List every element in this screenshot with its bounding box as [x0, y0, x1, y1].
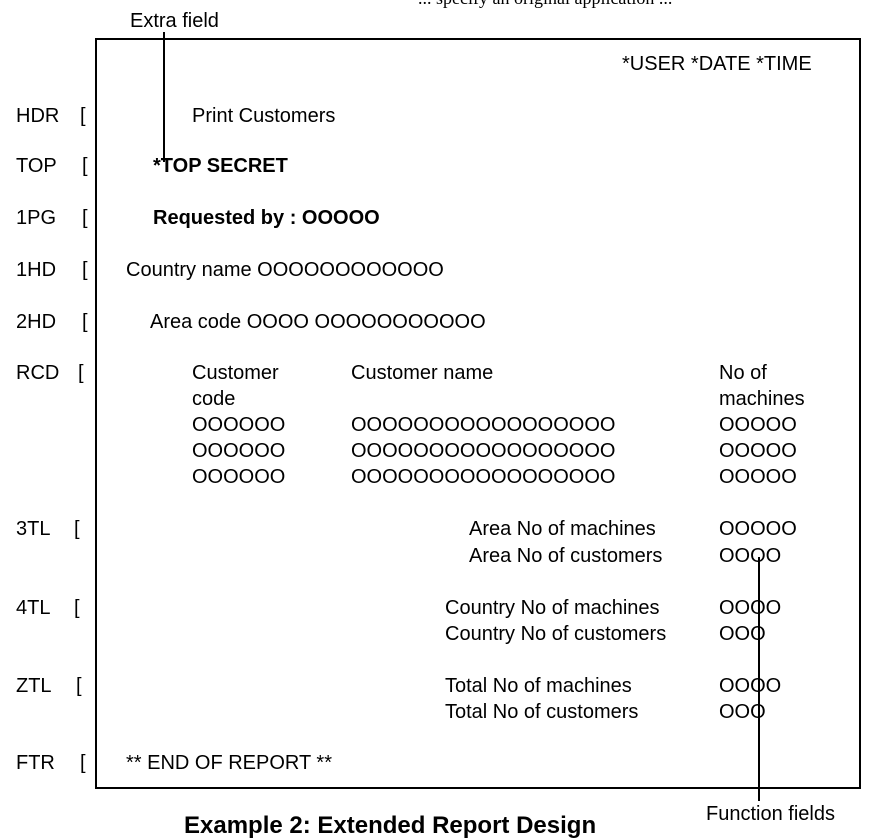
area-machines-value: OOOOO [719, 518, 797, 540]
row-label-rcd: RCD [16, 362, 60, 384]
area-customers-value: OOOO [719, 545, 782, 567]
end-of-report: ** END OF REPORT ** [126, 752, 332, 774]
row-bracket-1hd: [ [82, 259, 88, 281]
row-label-1pg: 1PG [16, 207, 57, 229]
total-customers-value: OOO [719, 701, 766, 723]
row-bracket-1pg: [ [82, 207, 88, 229]
requested-by-field: Requested by : OOOOO [153, 207, 380, 229]
total-machines-label: Total No of machines [445, 675, 632, 697]
total-machines-value: OOOO [719, 675, 782, 697]
row-label-2hd: 2HD [16, 311, 57, 333]
row-bracket-2hd: [ [82, 311, 88, 333]
row-bracket-ztl: [ [76, 675, 82, 697]
record-name: OOOOOOOOOOOOOOOOO [351, 466, 616, 488]
area-code-field: Area code OOOO OOOOOOOOOOO [150, 311, 486, 333]
country-customers-label: Country No of customers [445, 623, 667, 645]
row-label-ftr: FTR [16, 752, 55, 774]
row-label-4tl: 4TL [16, 597, 51, 619]
top-caption: ... specify an original application ... [418, 0, 672, 8]
column-machines-line1: No of [719, 362, 767, 384]
total-customers-label: Total No of customers [445, 701, 639, 723]
country-customers-value: OOO [719, 623, 766, 645]
column-machines-line2: machines [719, 388, 805, 410]
row-bracket-3tl: [ [74, 518, 80, 540]
column-customer-name: Customer name [351, 362, 494, 384]
row-bracket-ftr: [ [80, 752, 86, 774]
record-name: OOOOOOOOOOOOOOOOO [351, 414, 616, 436]
row-bracket-hdr: [ [80, 105, 86, 127]
report-title: Print Customers [192, 105, 336, 127]
top-secret-field: *TOP SECRET [153, 155, 288, 177]
record-code: OOOOOO [192, 466, 286, 488]
row-label-hdr: HDR [16, 105, 60, 127]
row-bracket-top: [ [82, 155, 88, 177]
record-code: OOOOOO [192, 440, 286, 462]
row-bracket-rcd: [ [78, 362, 84, 384]
country-machines-label: Country No of machines [445, 597, 660, 619]
figure-caption: Example 2: Extended Report Design [184, 812, 597, 839]
record-code: OOOOOO [192, 414, 286, 436]
column-customer-code-line1: Customer [192, 362, 279, 384]
record-machines: OOOOO [719, 440, 797, 462]
function-fields-pointer-line [758, 557, 760, 801]
area-customers-label: Area No of customers [469, 545, 663, 567]
column-customer-code-line2: code [192, 388, 236, 410]
row-label-ztl: ZTL [16, 675, 52, 697]
extra-field-pointer-line [163, 32, 165, 162]
header-fields: *USER *DATE *TIME [622, 53, 812, 75]
record-machines: OOOOO [719, 466, 797, 488]
function-fields-callout: Function fields [706, 803, 835, 825]
country-machines-value: OOOO [719, 597, 782, 619]
area-machines-label: Area No of machines [469, 518, 656, 540]
report-frame [95, 38, 861, 789]
row-label-1hd: 1HD [16, 259, 57, 281]
record-machines: OOOOO [719, 414, 797, 436]
row-label-top: TOP [16, 155, 57, 177]
row-bracket-4tl: [ [74, 597, 80, 619]
row-label-3tl: 3TL [16, 518, 51, 540]
country-name-field: Country name OOOOOOOOOOOO [126, 259, 444, 281]
record-name: OOOOOOOOOOOOOOOOO [351, 440, 616, 462]
extra-field-callout: Extra field [130, 10, 219, 32]
